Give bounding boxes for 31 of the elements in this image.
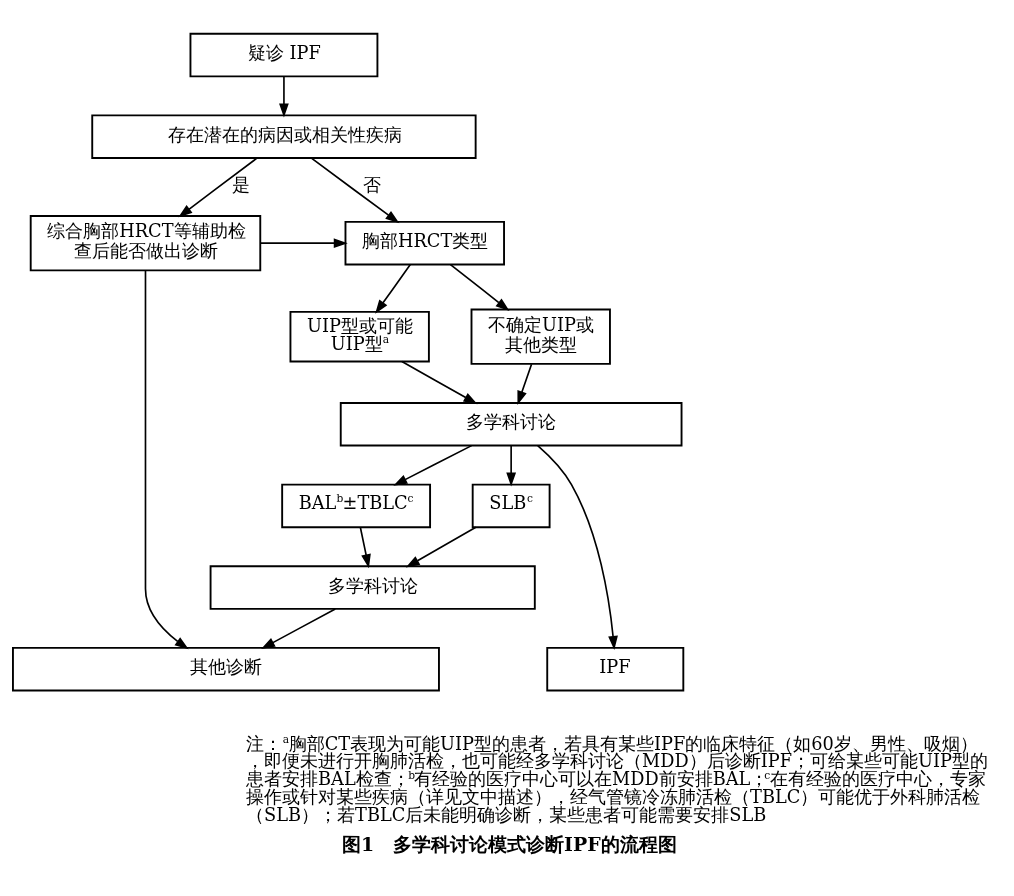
node-box: BAL$^{b}$±TBLC$^{c}$ (281, 483, 432, 528)
node-box: 存在潜在的病因或相关性疾病 (91, 113, 477, 159)
arrow (279, 75, 289, 117)
arrow (144, 269, 189, 649)
arrow (178, 156, 258, 217)
label: 注：$^{a}$胸部CT表现为可能UIP型的患者，若具有某些IPF的临床特征（如60岁、男性、吸烟），即便未进行开胸肺活检，也可能经多学科讨论（MDD）后诊断IPF；可给某些可能UIP型的患者安排BAL检查；$^{b}$有经验的医疗中心可以在MDD前安排BAL；$^{c}$在有经验的医疗中心，专家操作或针对某些疾病（详见文中描述），经气管镜冷冻肺活检（TBLC）可能优于外科肺活检（SLB）；若TBLC后未能明确诊断，某些患者可能需要安排SLB (246, 732, 988, 825)
arrow (405, 525, 477, 567)
arrow (375, 263, 412, 314)
caption: 图1 多学科讨论模式诊断IPF的流程图 (341, 832, 677, 855)
node-box: 不确定UIP或其他类型 (470, 308, 611, 365)
arrow (359, 526, 371, 568)
node-box: 多学科讨论 (339, 401, 683, 446)
arrow (536, 444, 618, 650)
arrow (506, 444, 517, 487)
node-box: 胸部HRCT类型 (344, 220, 505, 265)
arrow (261, 607, 337, 649)
arrow (401, 360, 478, 404)
node-box: UIP型或可能UIP型$^{a}$ (289, 310, 430, 362)
arrow (393, 444, 473, 486)
node-box: IPF (546, 646, 685, 691)
edge-label: 否 (363, 174, 382, 195)
arrow (517, 363, 533, 405)
node-box: 疑诊 IPF (189, 32, 379, 77)
node-box: 综合胸部HRCT等辅助检查后能否做出诊断 (29, 214, 262, 271)
node-box: 多学科讨论 (209, 564, 536, 610)
arrow (310, 156, 400, 223)
node-box: 其他诊断 (12, 646, 440, 691)
arrow (449, 263, 510, 311)
edge-label: 是 (231, 174, 250, 195)
node-box: SLB$^{c}$ (471, 483, 551, 528)
arrow (259, 237, 348, 248)
